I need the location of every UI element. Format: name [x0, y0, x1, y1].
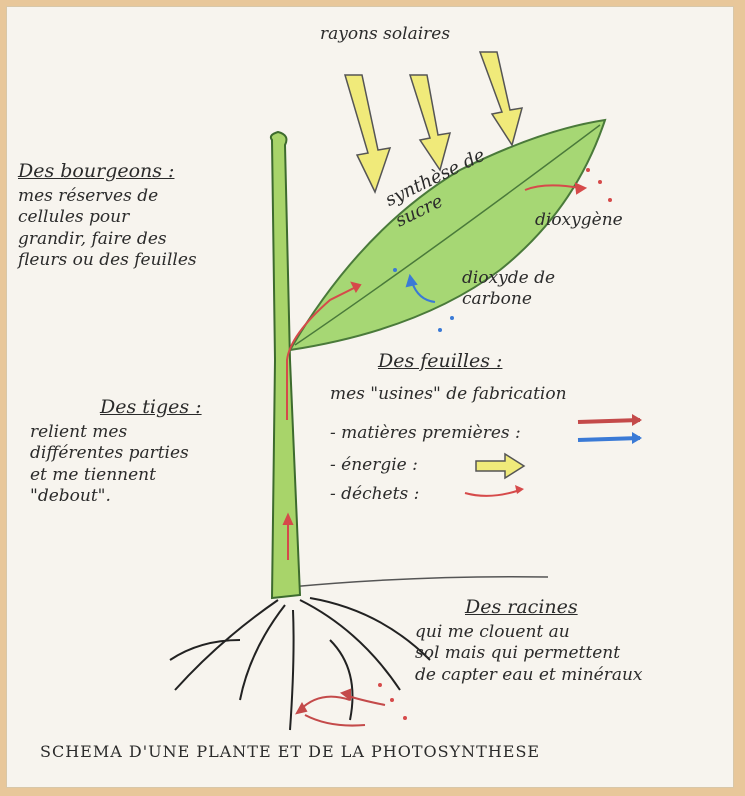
- stems-body: relient mes différentes parties et me ti…: [30, 422, 189, 507]
- water-dots: [378, 683, 407, 720]
- label-dioxygene: dioxygène: [535, 210, 623, 231]
- stem: [271, 132, 300, 598]
- roots-title: Des racines: [465, 596, 578, 620]
- buds-body: mes réserves de cellules pour grandir, f…: [18, 186, 197, 271]
- legend-raw-arrows: [578, 414, 642, 444]
- legend-waste: - déchets :: [330, 484, 419, 505]
- legend-energy-arrow: [476, 454, 524, 478]
- soil-line: [290, 577, 548, 587]
- stems-title: Des tiges :: [100, 396, 202, 420]
- legend-raw-materials: - matières premières :: [330, 423, 521, 444]
- label-co2: dioxyde de carbone: [462, 268, 555, 311]
- legend-waste-arrow: [465, 485, 524, 496]
- roots-body: qui me clouent au sol mais qui permetten…: [415, 622, 643, 686]
- leaves-title: Des feuilles :: [378, 350, 502, 374]
- label-solar-rays: rayons solaires: [320, 24, 450, 45]
- oxygen-dots: [586, 168, 612, 202]
- leaves-body: mes "usines" de fabrication: [330, 384, 567, 405]
- water-arrows: [297, 690, 385, 726]
- legend-energy: - énergie :: [330, 455, 418, 476]
- buds-title: Des bourgeons :: [18, 160, 174, 184]
- diagram-caption: SCHEMA D'UNE PLANTE ET DE LA PHOTOSYNTHE…: [40, 742, 540, 762]
